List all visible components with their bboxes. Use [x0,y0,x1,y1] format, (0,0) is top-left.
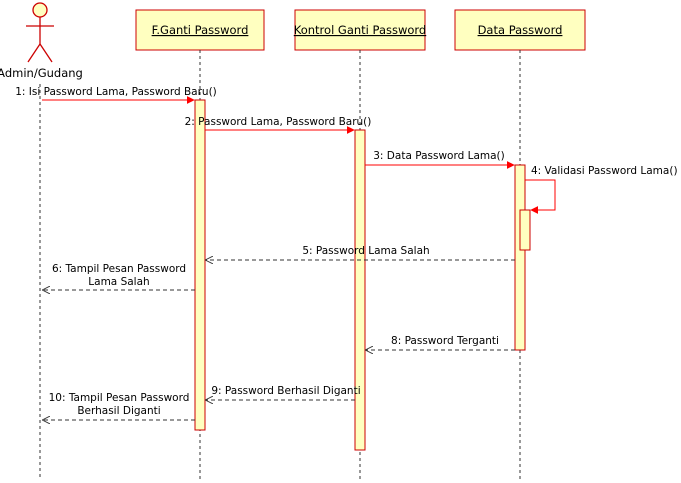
lifeline-header-ui: F.Ganti Password [135,9,265,51]
actor-figure [26,2,54,63]
message-label-4: 4: Validasi Password Lama() [531,165,678,177]
message-label-6b: Lama Salah [88,276,149,288]
message-label-8: 8: Password Terganti [391,335,499,347]
message-label-5: 5: Password Lama Salah [302,245,429,257]
message-label-3: 3: Data Password Lama() [373,150,505,162]
activation-data [514,164,526,351]
actor-label: Admin/Gudang [0,66,83,80]
activation-ui [194,99,206,431]
lifeline-header-data: Data Password [454,9,586,51]
message-label-9: 9: Password Berhasil Diganti [211,385,360,397]
message-label-1: 1: Isi Password Lama, Password Baru() [15,86,217,98]
activation-data-self [519,209,531,251]
lifeline-ui-label: F.Ganti Password [152,23,249,37]
message-label-6a: 6: Tampil Pesan Password [52,263,186,275]
lifeline-data-label: Data Password [478,23,563,37]
message-label-10a: 10: Tampil Pesan Password [49,392,190,404]
message-label-10b: Berhasil Diganti [77,405,160,417]
lifeline-ctrl-label: Kontrol Ganti Password [294,23,427,37]
message-label-2: 2: Password Lama, Password Baru() [185,116,372,128]
message-arrow-4 [525,179,556,214]
activation-ctrl [354,129,366,451]
lifeline-header-ctrl: Kontrol Ganti Password [294,9,427,51]
